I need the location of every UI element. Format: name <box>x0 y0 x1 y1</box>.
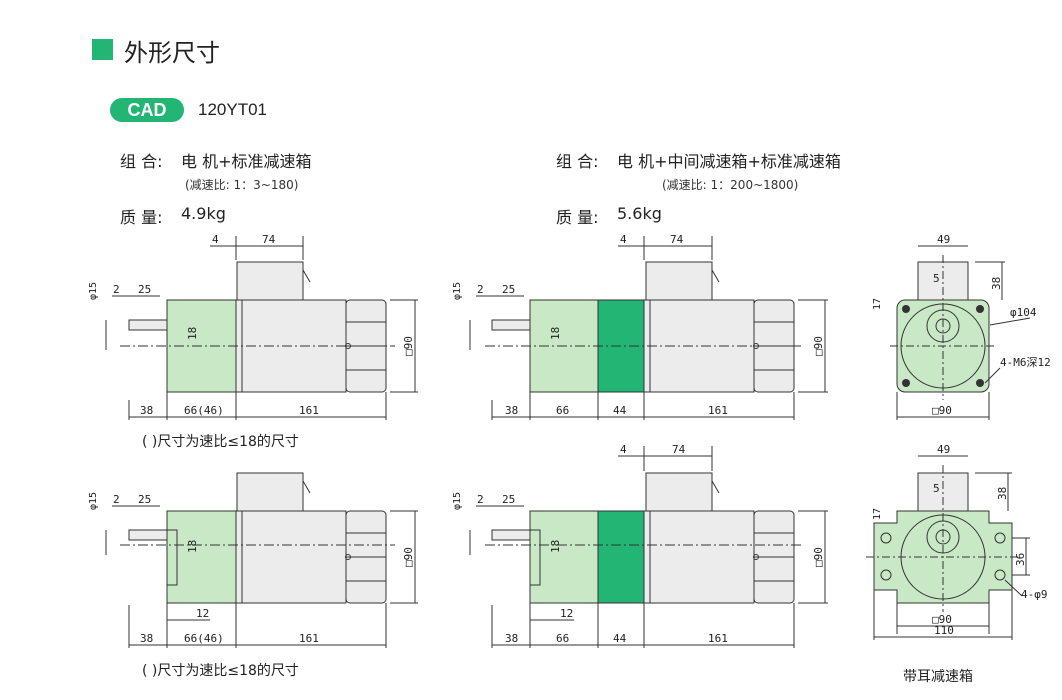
dim-74: 74 <box>262 233 276 246</box>
left-combo-value: 电 机+标准减速箱 <box>181 152 312 171</box>
dim-18: 18 <box>549 327 562 340</box>
dim-25: 25 <box>138 493 151 506</box>
dim-66: 66 <box>556 632 569 645</box>
shaft-diameter: φ15 <box>88 492 99 510</box>
dim-38: 38 <box>140 404 153 417</box>
section-marker <box>92 39 113 60</box>
dim-66-46: 66(46) <box>184 632 224 645</box>
dim-25: 25 <box>502 283 515 296</box>
dim-17: 17 <box>872 508 883 520</box>
terminal-box <box>645 261 713 301</box>
dim-44: 44 <box>613 632 627 645</box>
dim-90: □90 <box>932 613 952 626</box>
dim-18: 18 <box>186 540 199 553</box>
dim-90: □90 <box>812 547 825 567</box>
dim-4: 4 <box>620 233 627 246</box>
dim-38: 38 <box>140 632 153 645</box>
dim-17: 17 <box>872 298 883 310</box>
motor-body <box>643 299 755 393</box>
mid-gearbox <box>597 510 645 604</box>
mount-hole <box>902 305 910 313</box>
dim-25: 25 <box>502 493 515 506</box>
left-mass-label: 质 量: <box>120 208 163 227</box>
dim-18: 18 <box>549 540 562 553</box>
dim-110: 110 <box>934 624 954 637</box>
dim-4: 4 <box>212 233 219 246</box>
dim-12: 12 <box>196 607 209 620</box>
mount-hole <box>902 379 910 387</box>
dim-74: 74 <box>672 443 686 456</box>
ear-hole <box>880 532 892 544</box>
mount-hole <box>976 305 984 313</box>
dim-104: φ104 <box>1010 306 1037 319</box>
dim-4: 4 <box>620 443 627 456</box>
dim-36: 36 <box>1014 553 1027 566</box>
dim-66-46: 66(46) <box>184 404 224 417</box>
left-ratio: (减速比: 1：3~180) <box>185 178 299 192</box>
motor-body <box>235 510 347 604</box>
right-combo-label: 组 合: <box>556 152 599 171</box>
left-combo-label: 组 合: <box>120 152 163 171</box>
terminal-box <box>236 261 304 301</box>
ear-hole <box>994 569 1006 581</box>
terminal-box <box>236 472 304 512</box>
dim-161: 161 <box>708 404 728 417</box>
ratio-note-bottom: ( )尺寸为速比≤18的尺寸 <box>142 663 299 679</box>
ratio-note-top: ( )尺寸为速比≤18的尺寸 <box>142 434 299 450</box>
dim-90: □90 <box>932 404 952 417</box>
dim-49: 49 <box>937 233 950 246</box>
ear-hole <box>880 569 892 581</box>
dim-25: 25 <box>138 283 151 296</box>
mount-holes-spec: 4-M6深12 <box>1000 356 1051 369</box>
right-mass-value: 5.6kg <box>617 204 662 223</box>
shaft-diameter: φ15 <box>452 492 463 510</box>
dim-38: 38 <box>505 632 518 645</box>
dim-38-vertical: 38 <box>996 487 1009 500</box>
dim-2: 2 <box>477 493 484 506</box>
dim-49: 49 <box>937 443 950 456</box>
page-title: 外形尺寸 <box>124 39 220 67</box>
gearbox <box>529 510 599 604</box>
key-width: 5 <box>933 272 940 285</box>
dim-161: 161 <box>708 632 728 645</box>
terminal-box <box>645 472 713 512</box>
dim-161: 161 <box>299 404 319 417</box>
ear-hole <box>994 532 1006 544</box>
mount-hole <box>976 379 984 387</box>
key-width: 5 <box>933 482 940 495</box>
gearbox <box>166 510 237 604</box>
dim-161: 161 <box>299 632 319 645</box>
left-mass-value: 4.9kg <box>181 204 226 223</box>
model-number: 120YT01 <box>198 100 267 119</box>
dim-66: 66 <box>556 404 569 417</box>
dim-74: 74 <box>670 233 684 246</box>
dim-38: 38 <box>505 404 518 417</box>
dim-90: □90 <box>402 336 415 356</box>
right-mass-label: 质 量: <box>556 208 599 227</box>
right-ratio: (减速比: 1：200~1800) <box>662 178 799 192</box>
dim-38-vertical: 38 <box>990 277 1003 290</box>
ear-holes-spec: 4-φ9 <box>1021 588 1048 601</box>
dim-2: 2 <box>113 493 120 506</box>
shaft-diameter: φ15 <box>88 282 99 300</box>
dim-44: 44 <box>613 404 627 417</box>
dim-90: □90 <box>402 547 415 567</box>
shaft-diameter: φ15 <box>452 282 463 300</box>
dim-2: 2 <box>477 283 484 296</box>
cad-badge[interactable]: CAD <box>110 98 184 122</box>
right-combo-value: 电 机+中间减速箱+标准减速箱 <box>617 152 841 171</box>
dim-90: □90 <box>812 336 825 356</box>
ear-gearbox-caption: 带耳减速箱 <box>903 669 973 685</box>
dim-12: 12 <box>560 607 573 620</box>
dim-18: 18 <box>186 327 199 340</box>
dim-2: 2 <box>113 283 120 296</box>
